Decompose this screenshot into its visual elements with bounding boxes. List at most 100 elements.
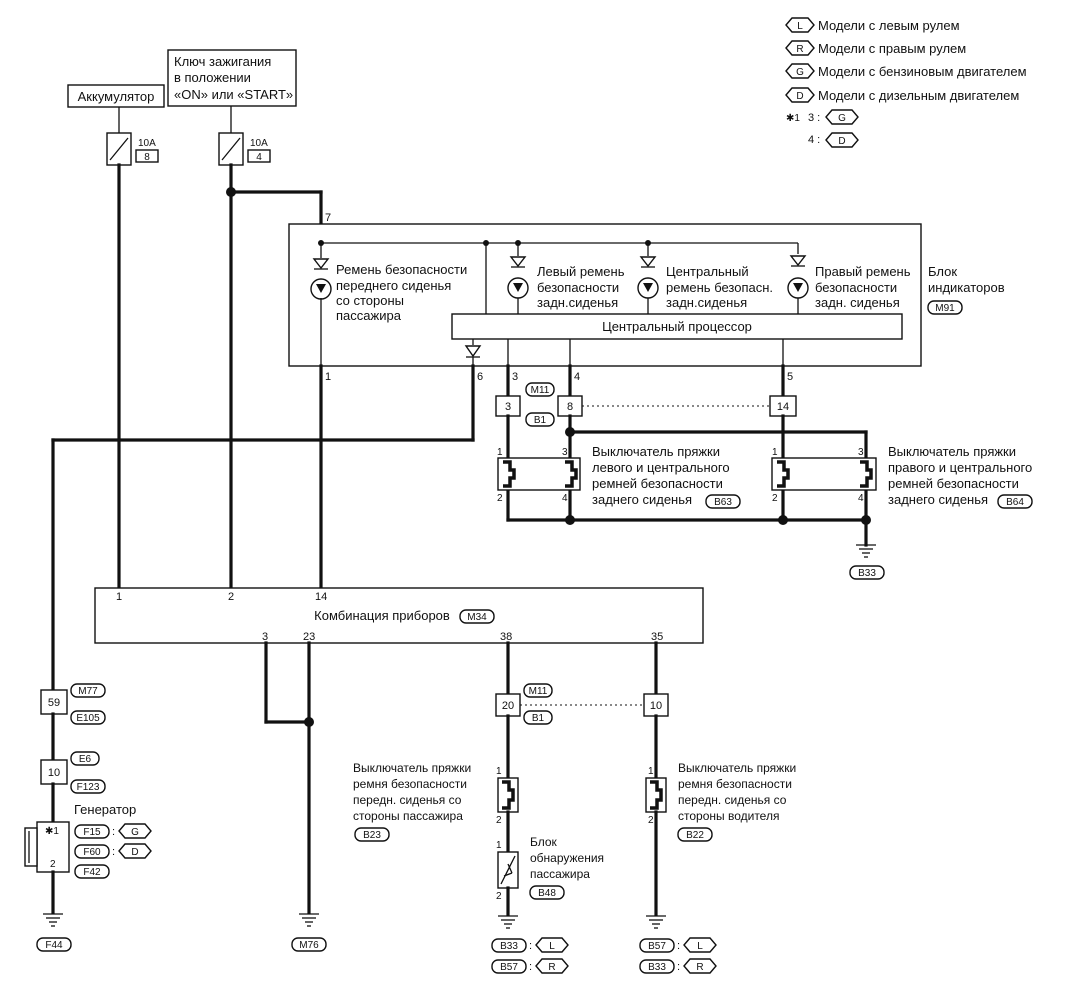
- lamp-label: безопасности: [537, 280, 619, 295]
- switch-label: Выключатель пряжки: [592, 444, 720, 459]
- rear-switch-wiring: [506, 414, 871, 547]
- pin-label: 1: [325, 371, 331, 383]
- lamp-label: Левый ремень: [537, 264, 625, 279]
- connector-label: B22: [686, 830, 704, 841]
- front-connectors: 20 10 M11 B1: [495, 641, 669, 780]
- indicator-unit-title: индикаторов: [928, 280, 1005, 295]
- connector-label: M91: [935, 303, 955, 314]
- pin-label: 14: [777, 401, 789, 413]
- connector-label: M11: [529, 686, 548, 697]
- ignition-label-line: Ключ зажигания: [174, 54, 271, 69]
- switch-label: заднего сиденья: [888, 492, 988, 507]
- pin-label: 2: [50, 859, 56, 870]
- lamp-label: задн. сиденья: [815, 295, 900, 310]
- connector-label: B63: [714, 497, 732, 508]
- switch-label: передн. сиденья со: [678, 793, 787, 807]
- pin-label: 1: [772, 447, 778, 458]
- ground-label: F44: [45, 940, 63, 951]
- instrument-cluster: 1 2 14 Комбинация приборов M34 3 23 38 3…: [94, 587, 704, 644]
- ground-passenger: B33 : L B57 : R: [491, 915, 569, 974]
- connector-label: E105: [76, 713, 100, 724]
- pin-label: 3: [512, 371, 518, 383]
- ground-m76-wiring: M76: [264, 641, 327, 952]
- switch-label: правого и центрального: [888, 460, 1032, 475]
- lamp-label: Центральный: [666, 264, 749, 279]
- switch-label: ремня безопасности: [678, 777, 792, 791]
- legend-note-code: D: [838, 136, 845, 147]
- legend-text: Модели с правым рулем: [818, 41, 966, 56]
- cpu-label: Центральный процессор: [602, 319, 752, 334]
- lamp-label: со стороны: [336, 293, 404, 308]
- pin-label: 3: [262, 631, 268, 643]
- legend-item-l: L Модели с левым рулем: [785, 17, 960, 33]
- fuse-rating: 10A: [250, 138, 268, 149]
- pin-label: 7: [325, 212, 331, 224]
- pin-label: 4: [574, 371, 580, 383]
- pin-label: 1: [496, 840, 502, 851]
- generator-label: Генератор: [74, 802, 136, 817]
- option-code: D: [131, 847, 138, 858]
- cluster-title: Комбинация приборов: [314, 608, 450, 623]
- separator: :: [677, 940, 680, 952]
- pin-label: 10: [48, 767, 60, 779]
- connector-label: B48: [538, 888, 556, 899]
- switch-b64: 1 3 2 4 Выключатель пряжки правого и цен…: [771, 444, 1033, 509]
- legend-note-star: ✱1: [786, 113, 800, 124]
- pin-label: 10: [650, 700, 662, 712]
- pin-label: 23: [303, 631, 315, 643]
- connector-label: F123: [77, 782, 100, 793]
- switch-label: Выключатель пряжки: [888, 444, 1016, 459]
- legend-text: Модели с бензиновым двигателем: [818, 64, 1027, 79]
- sensor-label: обнаружения: [530, 851, 604, 865]
- switch-label: стороны пассажира: [353, 809, 463, 823]
- lamp-label: ремень безопасн.: [666, 280, 773, 295]
- legend: L Модели с левым рулем R Модели с правым…: [785, 17, 1027, 148]
- legend-item-d: D Модели с дизельным двигателем: [785, 87, 1019, 103]
- option-code: L: [697, 941, 703, 952]
- pin-label: 2: [228, 591, 234, 603]
- sensor-b48: 1 2 Блок обнаружения пассажира B48: [496, 835, 604, 916]
- separator: :: [112, 826, 115, 838]
- rear-connectors: 3 8 14 M11 B1: [495, 382, 797, 427]
- separator: :: [112, 846, 115, 858]
- ignition-label-line: «ON» или «START»: [174, 87, 293, 102]
- pin-label: 2: [496, 891, 502, 902]
- connector-label: B23: [363, 830, 381, 841]
- pin-label: 1: [648, 766, 654, 777]
- separator: :: [677, 961, 680, 973]
- connector-label: B1: [532, 713, 545, 724]
- separator: :: [529, 940, 532, 952]
- lamp-label: задн.сиденья: [537, 295, 618, 310]
- switch-label: левого и центрального: [592, 460, 730, 475]
- switch-b23: 1 2 Выключатель пряжки ремня безопасност…: [353, 761, 519, 854]
- option-code: R: [548, 962, 555, 973]
- legend-text: Модели с левым рулем: [818, 18, 960, 33]
- lamp-label: задн.сиденья: [666, 295, 747, 310]
- connector-label: M34: [467, 612, 487, 623]
- switch-b63: 1 3 2 4 Выключатель пряжки левого и цент…: [497, 444, 741, 509]
- battery-label: Аккумулятор: [78, 89, 155, 104]
- switch-b22: 1 2 Выключатель пряжки ремня безопасност…: [645, 761, 796, 916]
- legend-code: D: [796, 91, 803, 102]
- switch-label: ремней безопасности: [592, 476, 723, 491]
- legend-item-r: R Модели с правым рулем: [785, 40, 966, 56]
- generator-star: ✱1: [45, 826, 59, 837]
- sensor-label: пассажира: [530, 867, 590, 881]
- ground-label: B33: [500, 941, 518, 952]
- pin-label: 20: [502, 700, 514, 712]
- pin-label: 4: [858, 493, 864, 504]
- option-code: L: [549, 941, 555, 952]
- lamp-label: переднего сиденья: [336, 278, 451, 293]
- pin-label: 6: [477, 371, 483, 383]
- ignition-label-line: в положении: [174, 70, 251, 85]
- legend-item-g: G Модели с бензиновым двигателем: [785, 63, 1027, 79]
- pin-label: 1: [116, 591, 122, 603]
- legend-text: Модели с дизельным двигателем: [818, 88, 1019, 103]
- lamp-label: пассажира: [336, 308, 402, 323]
- fuse-number: 8: [144, 152, 150, 163]
- switch-label: передн. сиденья со: [353, 793, 462, 807]
- option-code: G: [131, 827, 139, 838]
- switch-label: ремней безопасности: [888, 476, 1019, 491]
- switch-label: Выключатель пряжки: [678, 761, 796, 775]
